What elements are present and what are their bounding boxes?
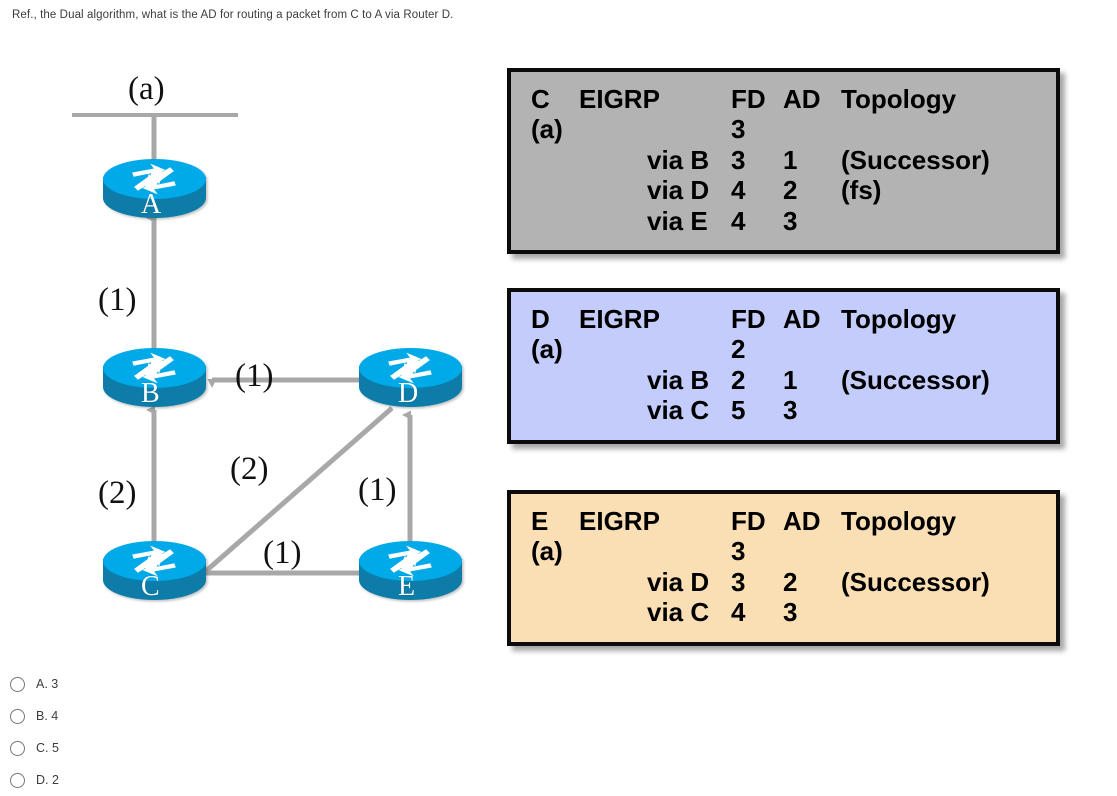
option-c[interactable]: C. 5 bbox=[10, 732, 270, 764]
table-d-topology-header: Topology bbox=[841, 304, 957, 334]
table-d-row0-via: via B bbox=[647, 364, 710, 395]
option-b-label: B. 4 bbox=[36, 709, 59, 723]
radio-icon-c[interactable] bbox=[10, 740, 25, 756]
link-cost-e-d: (1) bbox=[358, 472, 397, 508]
table-e-fd-header: FD bbox=[731, 506, 766, 536]
option-d[interactable]: D. 2 bbox=[10, 764, 270, 796]
radio-icon-d[interactable] bbox=[10, 772, 25, 788]
table-c-row2-fd: 4 bbox=[731, 205, 746, 236]
answer-options: A. 3 B. 4 C. 5 D. 2 bbox=[10, 668, 270, 796]
network-label-a: (a) bbox=[128, 71, 165, 107]
option-b[interactable]: B. 4 bbox=[10, 700, 270, 732]
table-c-row2-via: via E bbox=[647, 205, 708, 236]
router-icon-a bbox=[103, 159, 206, 218]
table-d-row1-ad: 3 bbox=[783, 395, 798, 426]
table-e-row1-fd: 4 bbox=[731, 597, 746, 628]
table-e-row0-fd: 3 bbox=[731, 566, 746, 597]
link-cost-d-b: (1) bbox=[235, 358, 274, 394]
link-c-to-d bbox=[196, 406, 394, 580]
radio-icon-a[interactable] bbox=[10, 676, 25, 692]
eigrp-table-c: C EIGRP FD AD Topology (a) 3 via B 3 1 (… bbox=[507, 68, 1060, 255]
table-d-router: D bbox=[531, 304, 550, 334]
table-c-row2-ad: 3 bbox=[783, 205, 798, 236]
table-c-row1-ad: 2 bbox=[783, 175, 798, 206]
table-e-ad-header: AD bbox=[783, 506, 821, 536]
router-label-a: A bbox=[141, 189, 162, 220]
table-c-row0-fd: 3 bbox=[731, 144, 746, 175]
table-c-row1-via: via D bbox=[647, 175, 710, 206]
table-c-topology-header: Topology bbox=[841, 84, 957, 114]
table-d-protocol: EIGRP bbox=[579, 304, 660, 334]
table-c-protocol: EIGRP bbox=[579, 84, 660, 114]
table-d-row1-via: via C bbox=[647, 395, 710, 426]
table-c-network: (a) bbox=[531, 114, 563, 145]
option-a-label: A. 3 bbox=[36, 677, 59, 691]
table-d-ad-header: AD bbox=[783, 304, 821, 334]
table-d-fd-header: FD bbox=[731, 304, 766, 334]
option-a[interactable]: A. 3 bbox=[10, 668, 270, 700]
table-c-ad-header: AD bbox=[783, 84, 821, 114]
table-c-row0-topology: (Successor) bbox=[841, 144, 990, 175]
table-e-row0-via: via D bbox=[647, 566, 710, 597]
link-cost-c-e: (1) bbox=[263, 535, 302, 571]
table-c-row0-ad: 1 bbox=[783, 144, 798, 175]
network-diagram: (a) A B C D E (1) (1) (2) (2) (1) (1) bbox=[0, 60, 500, 640]
table-d-row0-ad: 1 bbox=[783, 364, 798, 395]
link-cost-c-b: (2) bbox=[98, 475, 137, 511]
router-icon-d bbox=[359, 348, 462, 407]
table-e-row1-ad: 3 bbox=[783, 597, 798, 628]
diagram-canvas bbox=[72, 113, 462, 600]
table-e-row0-ad: 2 bbox=[783, 566, 798, 597]
table-c-row1-topology: (fs) bbox=[841, 175, 882, 206]
eigrp-table-e: E EIGRP FD AD Topology (a) 3 via D 3 2 (… bbox=[507, 490, 1060, 646]
table-c-network-fd: 3 bbox=[731, 114, 746, 145]
router-label-d: D bbox=[398, 378, 419, 409]
table-d-row0-fd: 2 bbox=[731, 364, 746, 395]
router-label-b: B bbox=[141, 378, 160, 409]
link-cost-b-a: (1) bbox=[98, 282, 137, 318]
table-c-row1-fd: 4 bbox=[731, 175, 746, 206]
router-icon-e bbox=[359, 541, 462, 600]
table-d-network-fd: 2 bbox=[731, 334, 746, 365]
table-e-router: E bbox=[531, 506, 549, 536]
table-d-row0-topology: (Successor) bbox=[841, 364, 990, 395]
table-d-network: (a) bbox=[531, 334, 563, 365]
router-label-c: C bbox=[141, 571, 160, 602]
option-d-label: D. 2 bbox=[36, 773, 59, 787]
table-e-network: (a) bbox=[531, 536, 563, 567]
table-e-row0-topology: (Successor) bbox=[841, 566, 990, 597]
table-e-topology-header: Topology bbox=[841, 506, 957, 536]
radio-icon-b[interactable] bbox=[10, 708, 25, 724]
table-c-fd-header: FD bbox=[731, 84, 766, 114]
link-cost-c-d: (2) bbox=[230, 451, 269, 487]
question-text: Ref., the Dual algorithm, what is the AD… bbox=[12, 9, 454, 21]
table-e-row1-via: via C bbox=[647, 597, 710, 628]
table-d-row1-fd: 5 bbox=[731, 395, 746, 426]
table-c-row0-via: via B bbox=[647, 144, 710, 175]
router-label-e: E bbox=[398, 571, 416, 602]
eigrp-table-d: D EIGRP FD AD Topology (a) 2 via B 2 1 (… bbox=[507, 288, 1060, 444]
table-e-network-fd: 3 bbox=[731, 536, 746, 567]
router-icon-c bbox=[103, 541, 206, 600]
option-c-label: C. 5 bbox=[36, 741, 59, 755]
router-icon-b bbox=[103, 348, 206, 407]
table-e-protocol: EIGRP bbox=[579, 506, 660, 536]
table-c-router: C bbox=[531, 84, 550, 114]
